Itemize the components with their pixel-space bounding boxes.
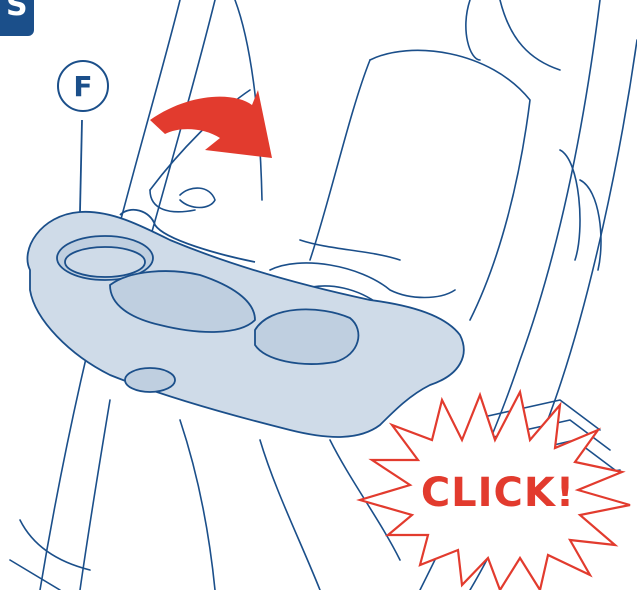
step-badge: S — [0, 0, 34, 36]
part-label-callout: F — [57, 60, 109, 112]
snack-tray — [27, 120, 463, 437]
rotation-arrow-icon — [150, 90, 272, 158]
click-sound-label: CLICK! — [418, 470, 578, 516]
